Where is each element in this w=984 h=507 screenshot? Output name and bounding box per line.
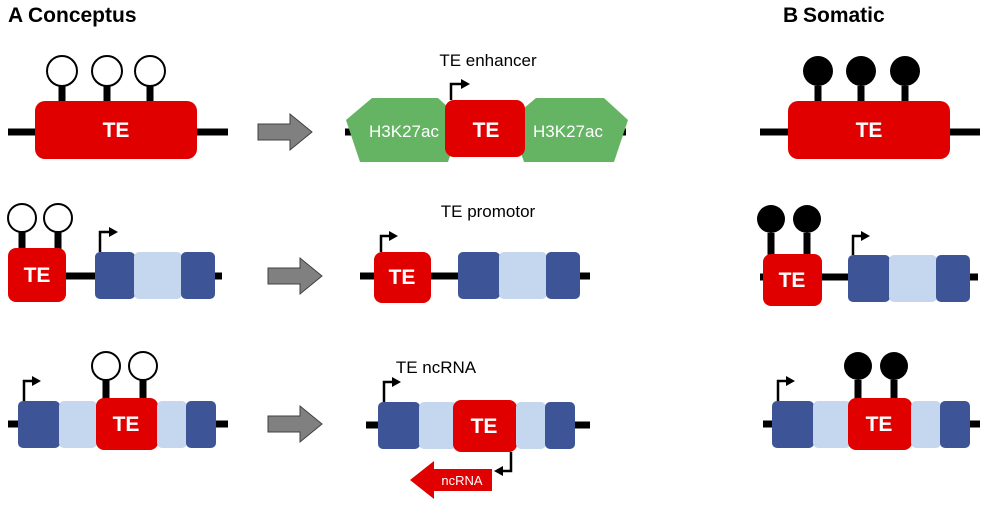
- exon-dark: [848, 255, 890, 302]
- tss-arrow-icon: [501, 452, 513, 473]
- te-element: [788, 101, 950, 159]
- transition-arrow-icon: [267, 404, 323, 444]
- exon-light: [134, 252, 182, 299]
- panel-a-letter: A: [8, 4, 23, 27]
- tss-arrow-icon: [449, 82, 462, 100]
- exon-light: [516, 402, 546, 449]
- h3k27ac-label-right: H3K27ac: [533, 122, 603, 141]
- unmethylated-cpg-icon: [46, 55, 78, 87]
- exon-light: [889, 255, 937, 302]
- row1-te-enhancer: TE enhancer H3K27ac H3K27ac TE: [345, 51, 628, 162]
- unmethylated-cpg-icon: [91, 55, 123, 87]
- tss-arrow-icon: [22, 379, 33, 401]
- te-label: TE: [113, 413, 140, 436]
- te-element: [445, 100, 525, 157]
- te-ncrna-label: TE ncRNA: [396, 358, 477, 377]
- methylated-cpg-icon: [880, 352, 908, 380]
- h3k27ac-histone-right: [510, 98, 628, 162]
- exon-light: [499, 252, 547, 299]
- h3k27ac-label-left: H3K27ac: [369, 122, 439, 141]
- unmethylated-cpg-icon: [43, 203, 73, 233]
- row3-conceptus-te: TE: [8, 351, 228, 450]
- te-label: TE: [389, 266, 416, 289]
- tss-arrow-icon: [98, 230, 110, 252]
- exon-dark: [181, 252, 215, 299]
- methylated-cpg-icon: [757, 205, 785, 233]
- tss-arrow-icon: [776, 379, 787, 401]
- panel-a-title: Conceptus: [28, 4, 137, 27]
- exon-dark: [186, 401, 216, 448]
- te-enhancer-label: TE enhancer: [439, 51, 537, 70]
- te-element: [848, 398, 912, 450]
- panel-b-letter: B: [783, 4, 798, 27]
- row2-te-promotor: TE promotor TE: [360, 202, 590, 303]
- methylated-cpg-icon: [890, 56, 920, 86]
- row2-conceptus-te: TE: [7, 203, 222, 302]
- te-element: [96, 398, 158, 450]
- unmethylated-cpg-icon: [7, 203, 37, 233]
- exon-light: [911, 401, 941, 448]
- exon-dark: [936, 255, 970, 302]
- tss-arrow-icon: [382, 380, 393, 402]
- te-label: TE: [866, 413, 893, 436]
- unmethylated-cpg-icon: [91, 351, 121, 381]
- panel-b-title: Somatic: [803, 4, 885, 27]
- exon-dark: [458, 252, 500, 299]
- row3-te-ncrna: TE ncRNA TE ncRNA: [366, 358, 590, 499]
- row3-somatic-te: TE: [763, 352, 980, 450]
- te-label: TE: [856, 119, 883, 142]
- te-element: [763, 254, 822, 306]
- transition-arrow-icon: [257, 112, 313, 152]
- te-label: TE: [103, 119, 130, 142]
- tss-arrow-icon: [379, 234, 390, 252]
- exon-light: [813, 401, 851, 448]
- exon-dark: [95, 252, 135, 299]
- exon-dark: [545, 402, 575, 449]
- methylated-cpg-icon: [803, 56, 833, 86]
- ncrna-transcript-arrow: [410, 461, 492, 499]
- row1-somatic-te: TE: [760, 56, 980, 159]
- row1-conceptus-te: TE: [8, 55, 228, 159]
- te-promotor-label: TE promotor: [441, 202, 536, 221]
- exon-dark: [940, 401, 970, 448]
- unmethylated-cpg-icon: [134, 55, 166, 87]
- te-element: [374, 252, 431, 303]
- exon-dark: [18, 401, 60, 448]
- exon-dark: [772, 401, 814, 448]
- exon-light: [419, 402, 457, 449]
- ncrna-label: ncRNA: [441, 473, 483, 488]
- te-label: TE: [471, 415, 498, 438]
- te-element: [35, 101, 197, 159]
- methylated-cpg-icon: [793, 205, 821, 233]
- exon-light: [157, 401, 187, 448]
- te-label: TE: [24, 264, 51, 287]
- exon-light: [59, 401, 97, 448]
- h3k27ac-histone-left: [346, 98, 462, 162]
- methylated-cpg-icon: [846, 56, 876, 86]
- methylated-cpg-icon: [844, 352, 872, 380]
- row2-somatic-te: TE: [757, 205, 978, 306]
- te-element: [8, 248, 66, 302]
- exon-dark: [378, 402, 420, 449]
- te-label: TE: [779, 269, 806, 292]
- exon-dark: [546, 252, 580, 299]
- unmethylated-cpg-icon: [128, 351, 158, 381]
- te-label: TE: [473, 119, 500, 142]
- te-element: [453, 400, 517, 452]
- transition-arrow-icon: [267, 256, 323, 296]
- tss-arrow-icon: [851, 234, 862, 255]
- methyl-group-open: [46, 55, 166, 104]
